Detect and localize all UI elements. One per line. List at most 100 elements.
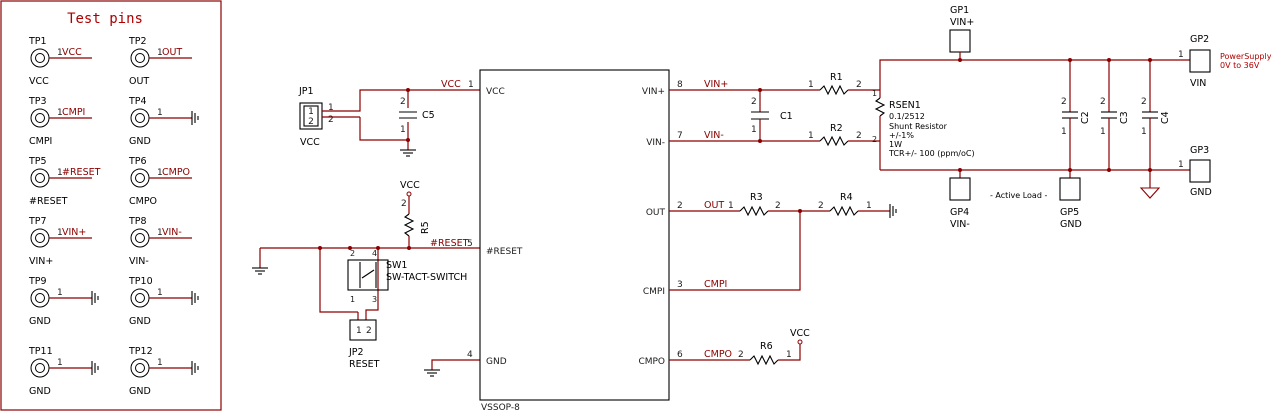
r6-pin1: 1 bbox=[786, 350, 792, 360]
cap-ref: C3 bbox=[1119, 111, 1130, 124]
gp2-note2: 0V to 36V bbox=[1220, 61, 1260, 70]
reset-net: #RESET 5 bbox=[252, 238, 480, 320]
jp2-pin2: 2 bbox=[366, 326, 372, 336]
r4-ref: R4 bbox=[840, 192, 853, 203]
jp1-pin2: 2 bbox=[308, 117, 314, 127]
test-pin-ref: TP2 bbox=[128, 36, 147, 47]
ic-pin-vinm-name: VIN- bbox=[646, 138, 665, 148]
ic-pin8-num: 8 bbox=[677, 80, 683, 90]
testpoint-gp4[interactable]: GP4 VIN- bbox=[949, 170, 971, 230]
cap-pin1: 1 bbox=[1061, 127, 1067, 137]
test-pins-block: Test pins bbox=[0, 0, 222, 411]
resistor-r1: R1 1 2 bbox=[808, 72, 880, 96]
r3-ref: R3 bbox=[750, 192, 763, 203]
test-pins-frame bbox=[0, 0, 222, 411]
r4-pin1: 1 bbox=[866, 201, 872, 211]
out-net: 2 OUT R3 1 2 R4 2 1 bbox=[669, 192, 897, 218]
test-pin-number: 1 bbox=[157, 108, 163, 118]
test-pins-title: Test pins bbox=[67, 11, 143, 27]
switch-sw1[interactable]: 2 4 1 3 SW1 SW-TACT-SWITCH bbox=[347, 249, 467, 304]
ic-pin-reset-name: #RESET bbox=[486, 247, 523, 257]
resistor-r2: R2 1 2 bbox=[808, 123, 880, 147]
testpoint-gp3[interactable]: GP3 1 GND bbox=[1178, 145, 1212, 198]
sw1-ref: SW1 bbox=[386, 260, 407, 271]
c1-pin1: 1 bbox=[751, 125, 757, 135]
vcc-wires: VCC 1 bbox=[322, 79, 480, 150]
testpoint-gp2[interactable]: GP2 1 VIN PowerSupply 0V to 36V bbox=[1178, 34, 1272, 89]
test-pin-number: 1 bbox=[57, 168, 63, 178]
cap-ref: C4 bbox=[1160, 111, 1171, 124]
gp4-ref: GP4 bbox=[950, 207, 969, 218]
test-pin-number: 1 bbox=[157, 288, 163, 298]
test-pin-ref: TP11 bbox=[28, 346, 53, 357]
test-pin-ref: TP8 bbox=[128, 216, 147, 227]
net-label-out: OUT bbox=[704, 200, 724, 211]
r1-pin2: 2 bbox=[856, 80, 862, 90]
rsen1-value: 0.1/2512 bbox=[889, 112, 925, 121]
gp2-ref: GP2 bbox=[1190, 34, 1209, 45]
jp1-ref: JP1 bbox=[298, 86, 314, 97]
r2-pin1: 1 bbox=[808, 131, 814, 141]
gp5-ref: GP5 bbox=[1060, 207, 1079, 218]
cap-pin2: 2 bbox=[1100, 97, 1106, 107]
test-pin-ref: TP6 bbox=[128, 156, 147, 167]
rsen1-desc: Shunt Resistor bbox=[889, 122, 948, 131]
rsen1-tol: +/-1% bbox=[889, 131, 914, 140]
net-label-cmpo: CMPO bbox=[704, 349, 732, 360]
r3-pin1: 2 bbox=[775, 201, 781, 211]
test-pin-ref: TP9 bbox=[28, 276, 47, 287]
test-pin-label: CMPI bbox=[29, 136, 52, 147]
rsen1-p1: 1 bbox=[872, 89, 877, 98]
c5-pin2: 2 bbox=[400, 97, 406, 107]
test-pin-label: GND bbox=[129, 316, 151, 327]
testpoint-gp1[interactable]: GP1 VIN+ bbox=[949, 5, 974, 60]
jp2-body bbox=[349, 319, 377, 341]
cap-pin2: 2 bbox=[1061, 97, 1067, 107]
net-label-cmpi: CMPI bbox=[704, 279, 727, 290]
r6-ref: R6 bbox=[760, 341, 773, 352]
ic-gnd-wire: 4 bbox=[424, 350, 480, 377]
gp3-ref: GP3 bbox=[1190, 145, 1209, 156]
jp2-pin1: 1 bbox=[356, 326, 362, 336]
test-pin-label: CMPO bbox=[129, 196, 157, 207]
jumper-jp1[interactable]: JP1 1 2 VCC 1 2 bbox=[298, 86, 334, 148]
cap-ref: C2 bbox=[1080, 111, 1091, 124]
r3-pin2: 1 bbox=[728, 201, 734, 211]
test-pin-label: GND bbox=[129, 136, 151, 147]
test-pin-net: CMPO bbox=[162, 167, 190, 178]
sw1-p3: 3 bbox=[372, 295, 377, 304]
vinm-net: 7 VIN- bbox=[669, 130, 820, 143]
c5-pin1: 1 bbox=[400, 125, 406, 135]
test-pin-net: #RESET bbox=[62, 167, 101, 178]
testpoint-gp5[interactable]: GP5 GND bbox=[1059, 170, 1082, 230]
gp1-label: VIN+ bbox=[950, 17, 974, 28]
jumper-jp2[interactable]: 1 2 JP2 RESET bbox=[348, 319, 380, 370]
ic-ina[interactable]: VCC #RESET GND VIN+ VIN- OUT CMPI CMPO V… bbox=[479, 69, 670, 413]
test-pin-label: GND bbox=[129, 386, 151, 397]
jp2-label: RESET bbox=[349, 359, 380, 370]
test-pin-net: VIN- bbox=[162, 227, 182, 238]
r1-ref: R1 bbox=[830, 72, 843, 83]
test-pin-ref: TP4 bbox=[128, 96, 147, 107]
rsen1-power: 1W bbox=[889, 140, 902, 149]
gp2-pin: 1 bbox=[1178, 50, 1184, 60]
ic-pin7-num: 7 bbox=[677, 131, 683, 141]
jp1-pinnum-2: 2 bbox=[328, 115, 334, 125]
net-label-vinp: VIN+ bbox=[704, 79, 728, 90]
jp2-ref: JP2 bbox=[348, 347, 364, 358]
r4-pin2: 2 bbox=[818, 201, 824, 211]
